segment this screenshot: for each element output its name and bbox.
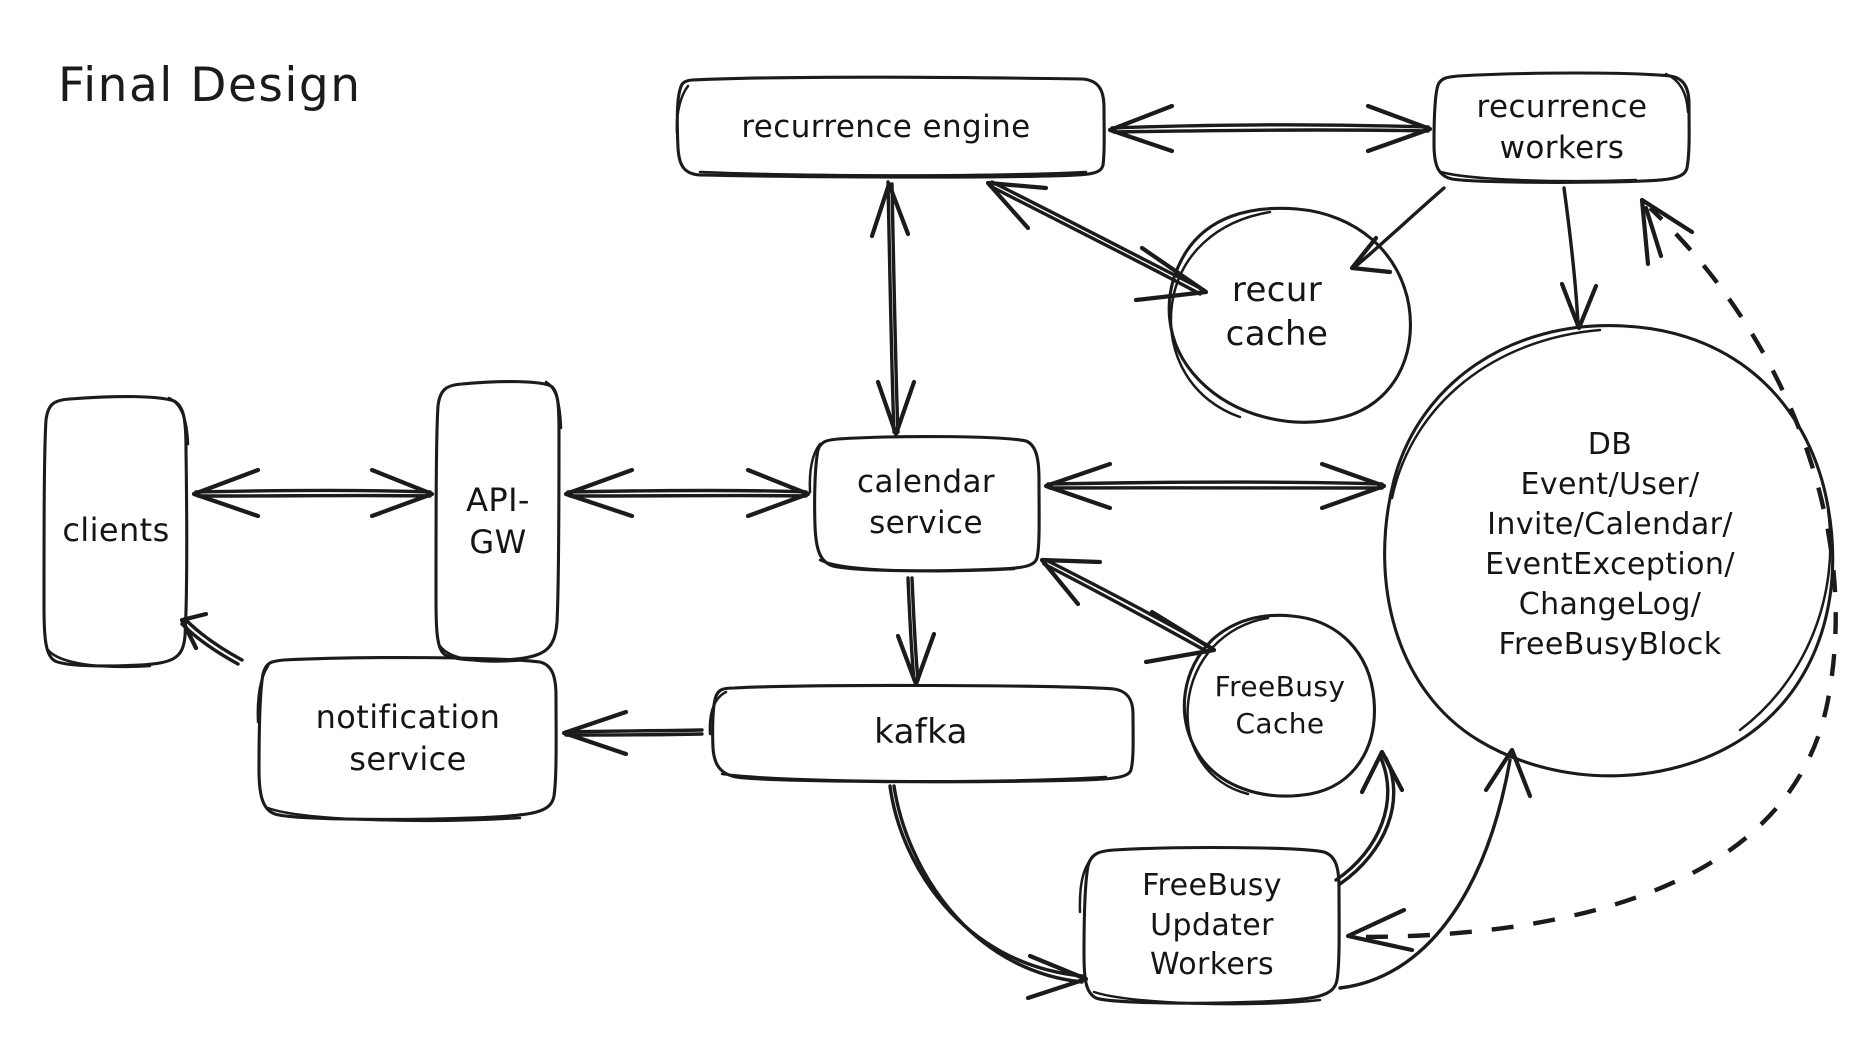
edge-calendar-service-db <box>1043 461 1387 511</box>
edge-clients-api-gw <box>191 467 435 519</box>
node-shape-recur-cache[interactable] <box>1167 206 1412 424</box>
edge-api-gw-calendar-service <box>563 467 811 519</box>
edge-recurrence-workers-recur-cache <box>1349 186 1446 275</box>
node-shape-freebusy-cache[interactable] <box>1182 613 1376 798</box>
node-shape-kafka[interactable] <box>708 683 1135 784</box>
edge-freebusy-updater-workers-db <box>1338 747 1533 990</box>
edge-calendar-service-freebusy-cache <box>1039 557 1217 665</box>
edge-recurrence-engine-recurrence-workers <box>1107 103 1433 154</box>
edge-recurrence-engine-calendar-service <box>869 180 917 437</box>
edge-notification-service-clients <box>179 611 244 666</box>
node-shape-clients[interactable] <box>42 395 190 669</box>
edge-calendar-service-kafka <box>895 576 937 687</box>
node-shape-freebusy-updater-workers[interactable] <box>1078 845 1341 1006</box>
edge-recurrence-engine-recur-cache <box>985 180 1209 303</box>
edge-kafka-freebusy-updater-workers <box>888 784 1089 1001</box>
node-shape-recurrence-engine[interactable] <box>675 75 1106 179</box>
node-shape-recurrence-workers[interactable] <box>1432 71 1691 184</box>
edge-freebusy-updater-workers-freebusy-cache <box>1334 749 1405 886</box>
edge-arrowhead-into-freebusy-updater-workers <box>1345 907 1415 953</box>
node-shape-notification-service[interactable] <box>256 655 558 823</box>
page-title: Final Design <box>58 58 362 113</box>
node-shape-db[interactable] <box>1383 324 1835 778</box>
node-shape-calendar-service[interactable] <box>808 434 1041 573</box>
edge-kafka-notification-service <box>561 709 704 757</box>
edge-freebusy-updater-workers-recurrence-workers-dashed <box>1365 197 1838 940</box>
edge-recurrence-workers-db <box>1559 186 1599 331</box>
node-shape-api-gw[interactable] <box>434 379 563 663</box>
